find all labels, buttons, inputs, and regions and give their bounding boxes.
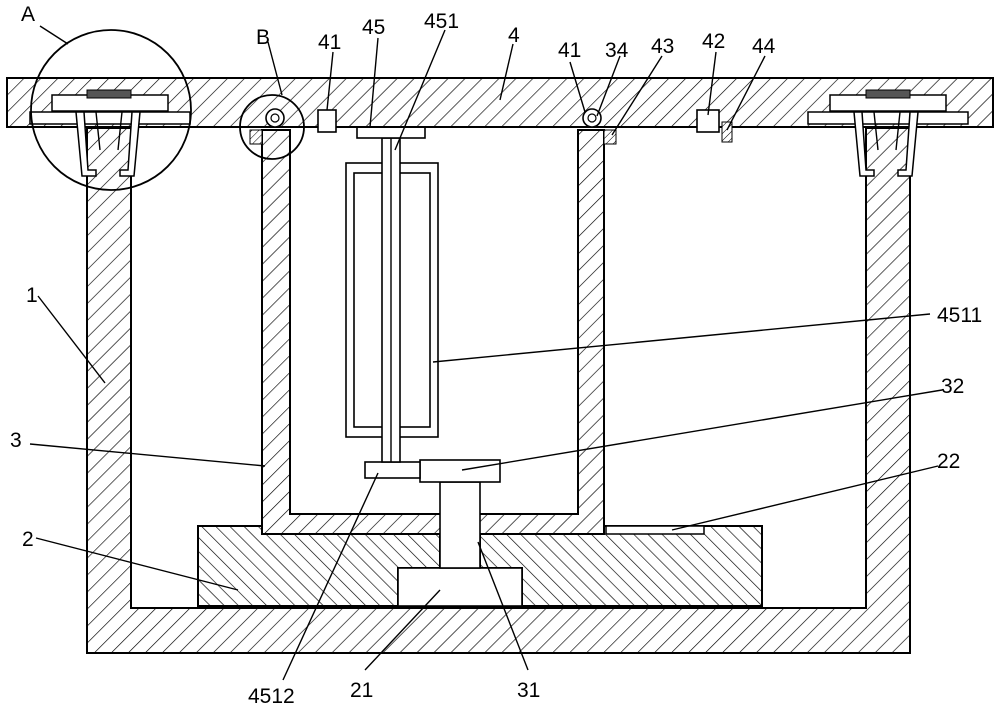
- label-41-right: 41: [558, 39, 581, 62]
- label-32: 32: [941, 375, 964, 398]
- label-31: 31: [517, 679, 540, 702]
- block-21: [397, 567, 523, 607]
- label-22: 22: [937, 450, 960, 473]
- label-3: 3: [10, 429, 22, 452]
- label-4: 4: [508, 24, 520, 47]
- inner-container: [261, 129, 605, 535]
- base-slot: [605, 525, 705, 535]
- block-32: [419, 459, 501, 483]
- label-B: B: [256, 26, 270, 49]
- label-A: A: [21, 3, 35, 26]
- label-2: 2: [22, 528, 34, 551]
- label-41-left: 41: [318, 31, 341, 54]
- block-41-left: [317, 109, 337, 133]
- leader-lines: [29, 25, 943, 681]
- label-21: 21: [350, 679, 373, 702]
- label-4512: 4512: [248, 685, 295, 708]
- detail-circle-B: [239, 94, 305, 160]
- top-lid: [6, 77, 994, 128]
- block-B-left: [249, 129, 263, 145]
- shaft-31: [439, 481, 481, 569]
- cap-45: [356, 126, 426, 139]
- part-4512: [364, 461, 421, 479]
- label-43: 43: [651, 35, 674, 58]
- label-4511: 4511: [937, 304, 982, 327]
- label-34: 34: [605, 39, 629, 62]
- block-44: [721, 121, 733, 143]
- label-1: 1: [26, 284, 38, 307]
- label-42: 42: [702, 30, 725, 53]
- detail-circle-A: [30, 29, 192, 191]
- label-45: 45: [362, 16, 385, 39]
- label-451: 451: [424, 10, 459, 33]
- clamp-assembly-left: [29, 89, 191, 177]
- label-44: 44: [752, 35, 776, 58]
- clamp-assembly-right: [807, 89, 969, 177]
